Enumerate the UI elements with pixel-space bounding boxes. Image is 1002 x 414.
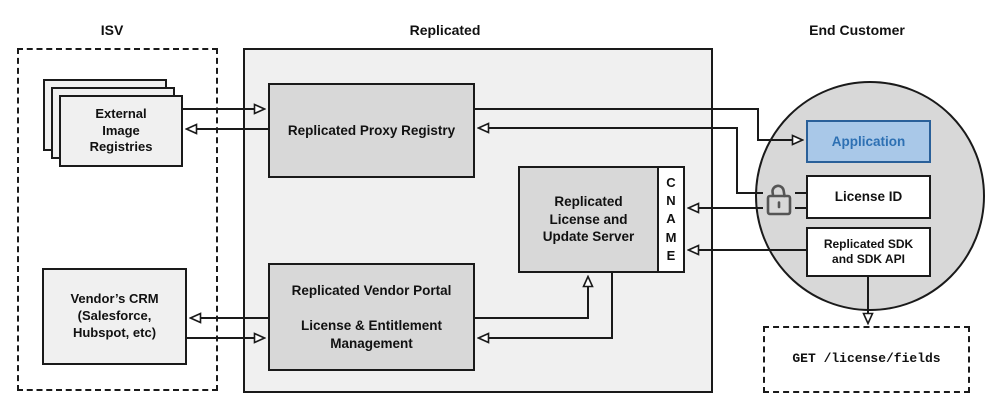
section-header-replicated: Replicated (409, 22, 481, 38)
isv-container (17, 48, 218, 391)
replicated-sdk-node: Replicated SDK and SDK API (806, 227, 931, 277)
section-header-end-customer: End Customer (809, 22, 905, 38)
vendor-crm-node: Vendor’s CRM (Salesforce, Hubspot, etc) (42, 268, 187, 365)
vendor-portal-node: Replicated Vendor Portal License & Entit… (268, 263, 475, 371)
license-update-server-node: Replicated License and Update Server (518, 166, 659, 273)
application-node: Application (806, 120, 931, 163)
cname-node: C N A M E (657, 166, 685, 273)
section-header-isv: ISV (100, 22, 124, 38)
external-registries-node: External Image Registries (59, 95, 183, 167)
api-call-node: GET /license/fields (763, 326, 970, 393)
proxy-registry-node: Replicated Proxy Registry (268, 83, 475, 178)
license-id-node: License ID (806, 175, 931, 219)
